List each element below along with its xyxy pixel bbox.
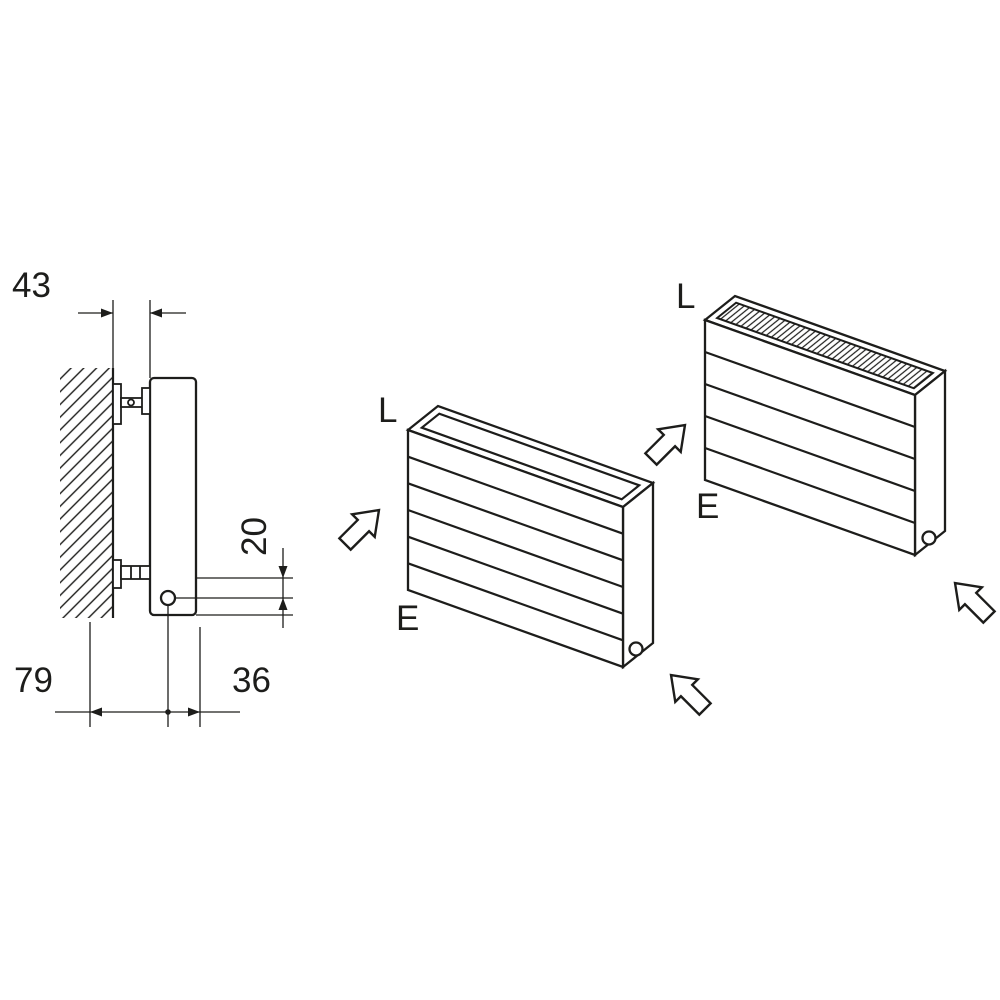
dim-arrowhead-icon <box>278 598 288 610</box>
dimension-pipe-height: 20 <box>235 517 288 628</box>
dim-arrowhead-icon <box>188 707 200 717</box>
top-opening-rim <box>419 412 642 501</box>
top-grille <box>715 301 935 390</box>
radiator-profile <box>148 376 198 617</box>
top-bracket <box>112 383 151 425</box>
label-e: E <box>396 599 419 638</box>
pipe-connection-circle <box>628 641 644 657</box>
dim-arrowhead-icon <box>101 308 113 318</box>
front-slat-lines <box>407 455 624 642</box>
label-l: L <box>676 277 695 316</box>
radiator-side-face <box>913 368 947 558</box>
dim-label-wall-offset: 43 <box>12 266 51 305</box>
flow-arrow-icon <box>337 508 381 552</box>
label-l: L <box>378 391 397 430</box>
wall-hatch <box>60 368 113 618</box>
flow-arrow-icon <box>643 423 687 467</box>
dim-arrowhead-icon <box>90 707 102 717</box>
radiator-side-face <box>621 480 655 670</box>
front-slat-lines <box>704 350 916 525</box>
dim-arrowhead-icon <box>150 308 162 318</box>
side-view-drawing: 43 20 79 36 <box>12 266 293 727</box>
dim-arrowhead-icon <box>278 566 288 578</box>
dim-label-wall-to-pipe: 79 <box>14 661 53 700</box>
flow-arrow-icon <box>669 673 713 717</box>
bottom-bracket <box>112 559 151 589</box>
flow-arrows <box>337 423 997 717</box>
dim-label-pipe-to-front: 36 <box>232 661 271 700</box>
radiator-isometric-grille-top: L E <box>676 277 948 558</box>
dim-junction-dot <box>165 709 171 715</box>
pipe-connection-circle <box>921 530 937 546</box>
pipe-connection-circle <box>159 589 177 607</box>
dimension-bottom-chain: 79 36 <box>14 606 271 727</box>
radiator-front-face <box>703 318 917 557</box>
dim-label-pipe-height: 20 <box>235 517 274 556</box>
dimension-wall-offset: 43 <box>12 266 186 378</box>
flow-arrow-icon <box>953 581 997 625</box>
radiator-isometric-open-top: L E <box>378 391 656 670</box>
label-e: E <box>696 487 719 526</box>
